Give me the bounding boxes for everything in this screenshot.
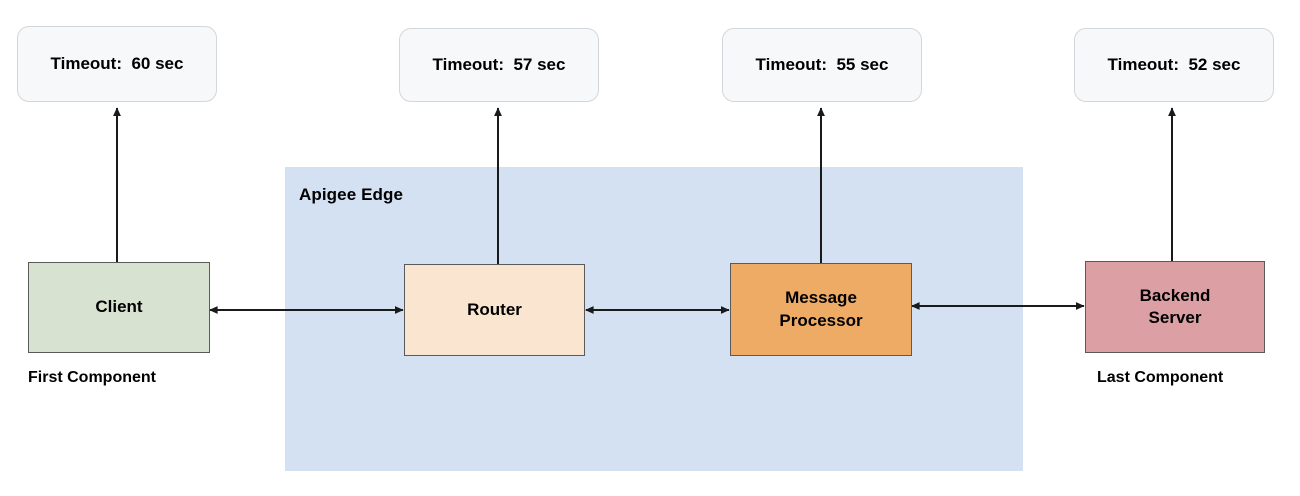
node-router: Router <box>404 264 585 356</box>
timeout-box-backend: Timeout: 52 sec <box>1074 28 1274 102</box>
caption-first-component: First Component <box>28 369 156 386</box>
caption-last-component: Last Component <box>1097 369 1224 386</box>
apigee-edge-label: Apigee Edge <box>299 185 404 204</box>
timeout-box-message-processor: Timeout: 55 sec <box>722 28 922 102</box>
apigee-edge-region <box>285 167 1023 471</box>
timeout-box-client: Timeout: 60 sec <box>17 26 217 102</box>
node-client: Client <box>28 262 210 353</box>
timeout-box-router: Timeout: 57 sec <box>399 28 599 102</box>
